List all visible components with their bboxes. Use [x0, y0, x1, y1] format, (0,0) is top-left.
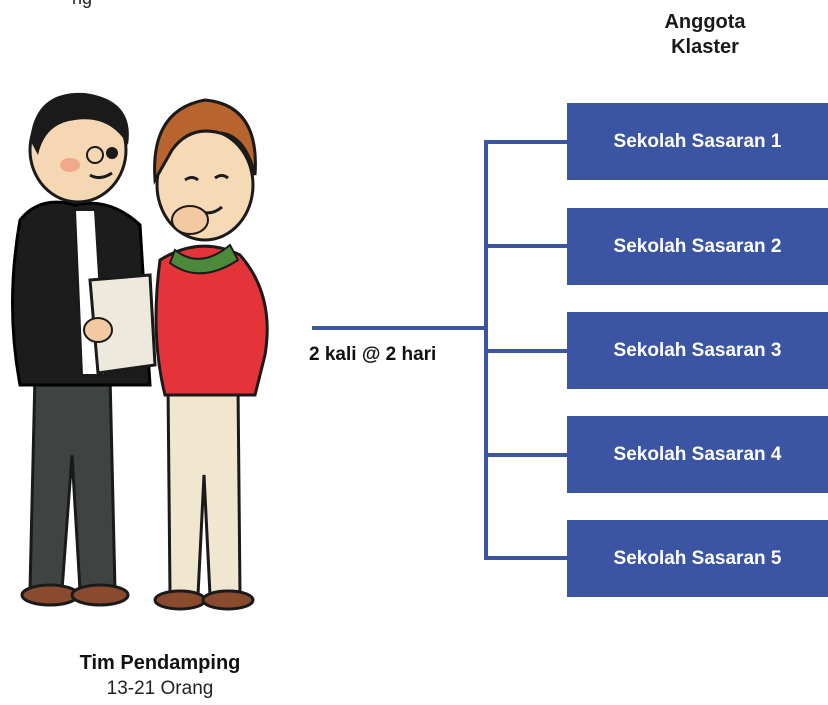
team-title: Tim Pendamping [79, 652, 241, 674]
connector-label: 2 kali @ 2 hari [309, 344, 437, 365]
team-illustration [11, 92, 269, 611]
school-box-4: Sekolah Sasaran 4 [567, 416, 828, 493]
school-box-1: Sekolah Sasaran 1 [567, 103, 828, 180]
man-figure [11, 92, 157, 607]
school-box-3: Sekolah Sasaran 3 [567, 312, 828, 389]
cluster-header-line-1: Anggota [664, 11, 746, 33]
top-partial-text: ng [72, 0, 92, 9]
school-box-2: Sekolah Sasaran 2 [567, 208, 828, 285]
cluster-header: Anggota Klaster [620, 10, 790, 60]
boy-figure [153, 98, 269, 611]
school-box-5: Sekolah Sasaran 5 [567, 520, 828, 597]
team-count: 13-21 Orang [106, 678, 214, 699]
cluster-header-line-2: Klaster [671, 36, 739, 58]
